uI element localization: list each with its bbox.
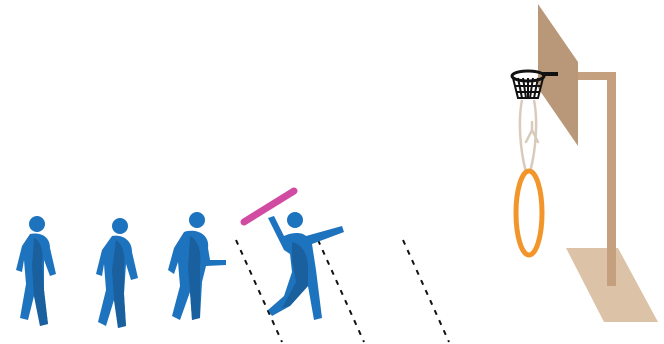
lane-line-2	[318, 240, 364, 342]
orange-ring	[516, 171, 542, 255]
rope-left	[520, 100, 526, 172]
throwing-lane-lines	[236, 240, 449, 342]
throwing-person-icon	[268, 212, 344, 320]
lane-line-3	[403, 240, 449, 342]
hoop-post	[607, 72, 616, 286]
walking-person-icon	[16, 216, 56, 326]
lane-line-1	[236, 240, 282, 342]
walking-person-icon-2	[96, 218, 138, 328]
preparing-person-icon	[168, 212, 226, 320]
rim-bracket	[542, 72, 558, 76]
basketball-hoop-icon	[512, 4, 658, 322]
hanging-ring-icon	[516, 100, 542, 255]
stick-icon	[244, 191, 294, 222]
